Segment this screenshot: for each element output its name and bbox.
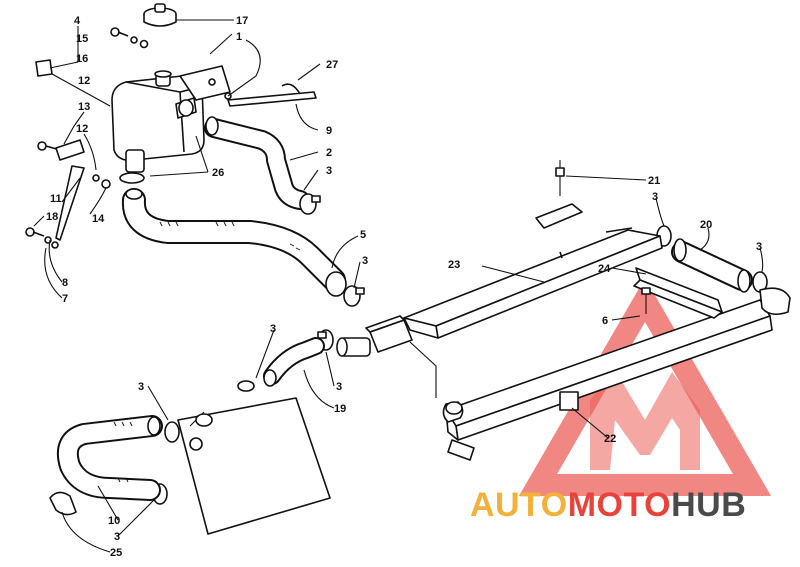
hose-20 (671, 238, 753, 293)
callout-6: 6 (602, 315, 608, 327)
callout-9: 9 (326, 125, 332, 137)
heat-exchanger-23 (403, 227, 663, 339)
hose-clamps (119, 172, 768, 505)
callout-27: 27 (326, 59, 338, 71)
callout-12b: 12 (76, 123, 88, 135)
bleed-screw-21 (535, 160, 583, 229)
callout-19: 19 (334, 403, 346, 415)
callout-3c: 3 (270, 323, 276, 335)
bracket-24 (633, 267, 723, 319)
callout-24: 24 (598, 263, 611, 275)
callout-8: 8 (62, 277, 68, 289)
callout-5: 5 (360, 229, 366, 241)
callout-13: 13 (78, 101, 90, 113)
coolant-reservoir (35, 59, 205, 173)
callout-7: 7 (62, 293, 68, 305)
reservoir-bracket (179, 65, 231, 101)
callout-23: 23 (448, 259, 460, 271)
watermark-text: AUTOMOTOHUB (470, 486, 746, 524)
callout-3e: 3 (138, 381, 144, 393)
callout-17: 17 (236, 15, 248, 27)
callout-3f: 3 (114, 531, 120, 543)
strap-clip (227, 83, 317, 107)
hose-5 (121, 188, 347, 297)
callout-4: 4 (74, 15, 81, 27)
watermark-word-hub: HUB (671, 486, 746, 524)
callout-labels: 4 15 16 12 17 1 12 13 27 9 2 3 26 11 14 … (46, 15, 762, 559)
callout-2: 2 (326, 147, 332, 159)
callout-20: 20 (700, 219, 712, 231)
callout-11: 11 (50, 193, 62, 205)
logo-m-shape (590, 370, 700, 470)
svg-text:AUTOMOTOHUB: AUTOMOTOHUB (470, 486, 746, 524)
callout-3a: 3 (326, 165, 332, 177)
connector-line (409, 341, 437, 398)
callout-3h: 3 (756, 241, 762, 253)
callout-25: 25 (110, 547, 122, 559)
hose-10 (56, 415, 163, 501)
reservoir-hardware (25, 27, 232, 249)
screw-6 (641, 287, 651, 314)
cover-panel (177, 397, 331, 535)
watermark-word-moto: MOTO (568, 486, 671, 524)
clip-25 (49, 491, 77, 516)
watermark-word-auto: AUTO (470, 486, 568, 524)
pressure-cap (143, 3, 177, 27)
heat-exchanger-22 (442, 299, 773, 461)
connector-tube (336, 315, 413, 357)
callout-leaders (33, 19, 764, 553)
callout-21: 21 (648, 175, 660, 187)
callout-15: 15 (76, 33, 88, 45)
callout-18: 18 (46, 211, 58, 223)
callout-26: 26 (212, 167, 224, 179)
callout-14: 14 (92, 213, 105, 225)
callout-22: 22 (604, 433, 616, 445)
hose-19 (263, 337, 325, 387)
callout-3d: 3 (336, 381, 342, 393)
callout-10: 10 (108, 515, 120, 527)
hose-2 (204, 116, 310, 210)
callout-1: 1 (236, 31, 242, 43)
rear-end-fitting (759, 287, 791, 316)
callout-16: 16 (76, 53, 88, 65)
callout-3g: 3 (652, 191, 658, 203)
callout-12a: 12 (78, 75, 90, 87)
callout-3b: 3 (362, 255, 368, 267)
